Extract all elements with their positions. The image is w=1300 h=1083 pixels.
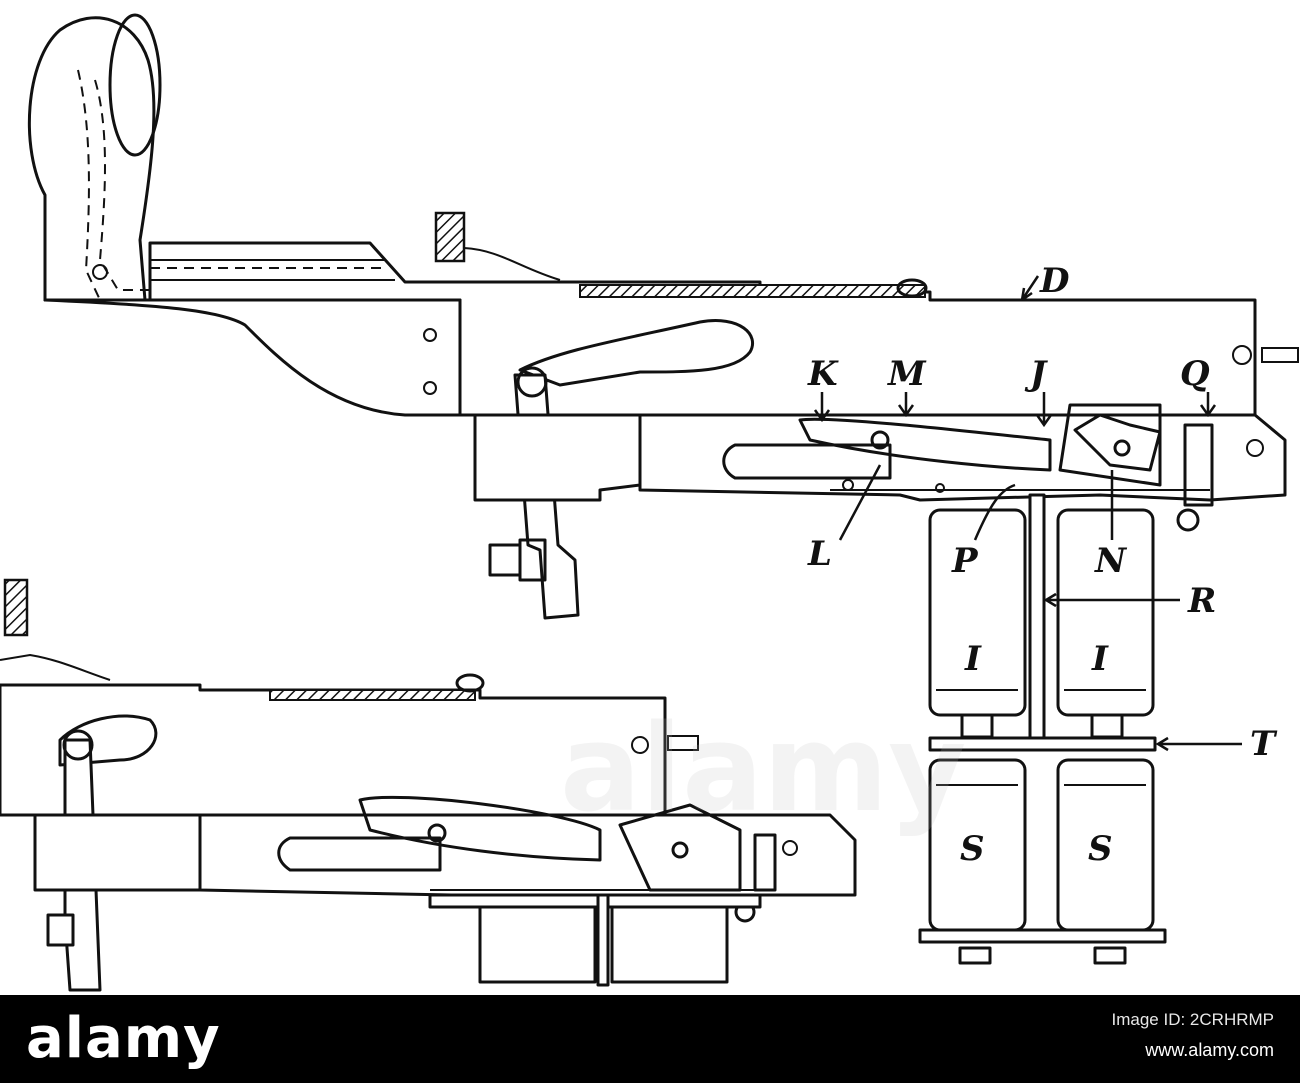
label-N-text: N: [1094, 541, 1128, 581]
label-L: L: [807, 464, 882, 574]
logo-text: alamy: [26, 1006, 221, 1071]
label-T: T: [1155, 724, 1278, 764]
label-L-text: L: [807, 534, 832, 574]
label-I-right: I: [1091, 639, 1109, 679]
footer-bar: alamy Image ID: 2CRHRMP www.alamy.com: [0, 995, 1300, 1083]
stock-info: Image ID: 2CRHRMP www.alamy.com: [1112, 1009, 1274, 1063]
label-K: K: [807, 354, 839, 423]
label-Q-text: Q: [1180, 354, 1210, 394]
label-S-right: S: [1088, 829, 1113, 869]
label-D: D: [1020, 261, 1070, 302]
label-R-text: R: [1187, 581, 1216, 621]
lower-assembly: [0, 578, 857, 992]
label-K-text: K: [807, 354, 839, 394]
stock-url[interactable]: www.alamy.com: [1145, 1040, 1274, 1060]
label-T-text: T: [1250, 724, 1278, 764]
label-S-left: S: [960, 829, 985, 869]
alamy-logo: alamy: [26, 1007, 286, 1071]
label-D-text: D: [1039, 261, 1070, 301]
upper-assembly: [27, 13, 1299, 965]
label-P: P: [951, 483, 1016, 581]
label-Q: Q: [1180, 354, 1217, 418]
image-id-label: Image ID: 2CRHRMP: [1111, 1010, 1274, 1029]
label-R: R: [1043, 581, 1216, 621]
label-M: M: [887, 354, 927, 418]
label-M-text: M: [887, 354, 927, 394]
diagram-drawing: D K M J Q L P N R I I T S S: [0, 13, 1299, 992]
mechanism-diagram: D K M J Q L P N R I I T S S: [0, 13, 1299, 992]
label-P-text: P: [951, 541, 979, 581]
label-N: N: [1094, 470, 1128, 581]
label-I-left: I: [964, 639, 982, 679]
